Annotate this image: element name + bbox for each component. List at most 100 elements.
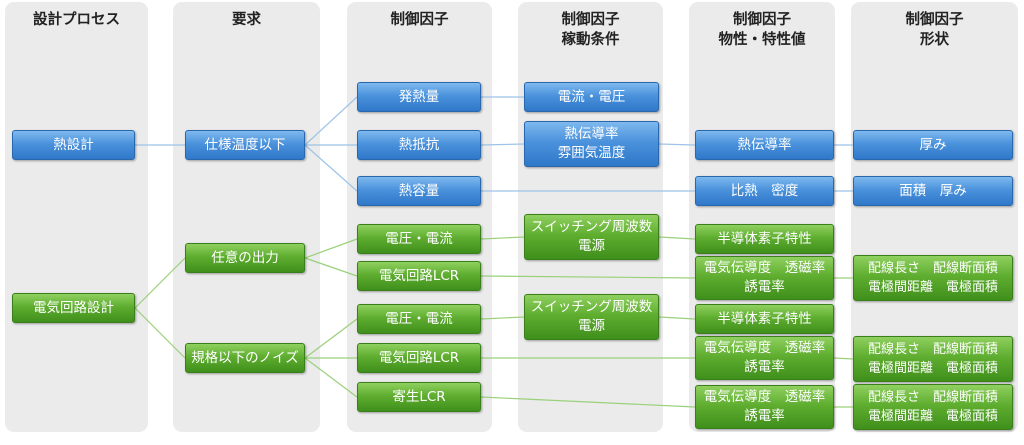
node-cond: 熱伝導率 — [695, 130, 834, 160]
node-label: 誘電率 — [744, 359, 785, 375]
column-header-line: 設計プロセス — [33, 12, 120, 28]
column-header-line: 稼動条件 — [561, 32, 620, 48]
column-header-line: 要求 — [232, 12, 261, 28]
node-perm1: 電気伝導度 透磁率誘電率 — [695, 256, 834, 300]
connector-sw1-to-semi1 — [658, 236, 696, 240]
node-lcr1: 電気回路LCR — [357, 261, 481, 291]
column-header-line: 制御因子 — [905, 12, 964, 28]
column-header: 制御因子稼動条件 — [518, 10, 663, 50]
node-heat-cap: 熱容量 — [357, 176, 481, 206]
node-heat-res: 熱抵抗 — [357, 130, 481, 160]
node-label: 仕様温度以下 — [204, 137, 286, 153]
connector-circuit_design-to-any_output — [134, 257, 186, 309]
connector-sw2-to-semi2 — [658, 316, 696, 320]
node-heat-gen: 発熱量 — [357, 82, 481, 112]
column-header: 制御因子形状 — [851, 10, 1018, 50]
node-perm3: 電気伝導度 透磁率誘電率 — [695, 385, 834, 429]
node-label: 電気伝導度 透磁率 — [703, 340, 826, 356]
connector-cond_atm-to-cond — [658, 143, 696, 146]
node-label: 電気伝導度 透磁率 — [703, 389, 826, 405]
column-c0: 設計プロセス — [5, 2, 148, 432]
column-header-line: 物性・特性値 — [718, 32, 806, 48]
connector-noise-to-vc2 — [304, 318, 358, 359]
connector-vc2-to-sw2 — [480, 316, 525, 320]
node-label: 半導体素子特性 — [717, 311, 812, 327]
node-label: 電流・電圧 — [557, 89, 626, 105]
node-label: 半導体素子特性 — [717, 231, 812, 247]
node-label: 電気回路設計 — [33, 300, 114, 316]
node-vc2: 電圧・電流 — [357, 304, 481, 334]
connector-circuit_design-to-noise — [134, 307, 186, 359]
connector-vc1-to-sw1 — [480, 236, 525, 240]
node-label: 熱抵抗 — [398, 137, 440, 153]
column-header-line: 制御因子 — [561, 12, 620, 28]
node-label: 誘電率 — [744, 408, 785, 424]
node-wire1: 配線長さ 配線断面積電極間距離 電極面積 — [853, 255, 1013, 301]
node-label: 熱設計 — [53, 137, 94, 153]
node-wire2: 配線長さ 配線断面積電極間距離 電極面積 — [853, 336, 1013, 382]
node-label: 熱容量 — [398, 183, 440, 199]
node-label: 電圧・電流 — [385, 311, 453, 327]
node-parasitic: 寄生LCR — [357, 382, 481, 412]
node-label: 雰囲気温度 — [557, 145, 626, 161]
node-label: 面積 厚み — [899, 183, 967, 199]
node-cur-volt: 電流・電圧 — [524, 82, 659, 112]
node-label: 配線長さ 配線断面積 — [867, 261, 998, 276]
node-label: 寄生LCR — [392, 389, 446, 405]
node-perm2: 電気伝導度 透磁率誘電率 — [695, 336, 834, 380]
node-label: 電源 — [578, 318, 605, 334]
node-label: 発熱量 — [398, 89, 440, 105]
node-thick: 厚み — [853, 130, 1013, 160]
node-label: 電極間距離 電極面積 — [867, 409, 998, 424]
connector-any_output-to-lcr1 — [304, 257, 358, 277]
node-label: 熱伝導率 — [564, 126, 619, 142]
connector-heat_res-to-cond_atm — [480, 143, 525, 146]
node-label: 電極間距離 電極面積 — [867, 361, 998, 376]
connector-spec_temp-to-heat_cap — [304, 144, 358, 192]
column-header: 設計プロセス — [5, 10, 148, 30]
column-header-line: 制御因子 — [390, 12, 449, 28]
column-header: 制御因子 — [347, 10, 492, 30]
column-header: 制御因子物性・特性値 — [689, 10, 835, 50]
node-label: 電圧・電流 — [385, 231, 453, 247]
connector-noise-to-parasitic — [304, 357, 358, 398]
node-noise: 規格以下のノイズ — [185, 343, 305, 373]
node-label: 熱伝導率 — [737, 137, 792, 153]
node-label: 任意の出力 — [211, 250, 279, 266]
connector-spec_temp-to-heat_gen — [304, 96, 358, 146]
node-label: スイッチング周波数 — [530, 299, 653, 315]
connector-lcr1-to-perm1 — [480, 275, 696, 279]
node-label: 電気回路LCR — [378, 268, 460, 284]
column-header: 要求 — [173, 10, 320, 30]
node-lcr2: 電気回路LCR — [357, 343, 481, 373]
node-wire3: 配線長さ 配線断面積電極間距離 電極面積 — [853, 384, 1013, 430]
node-vc1: 電圧・電流 — [357, 224, 481, 254]
node-thermal-design: 熱設計 — [12, 130, 135, 160]
column-header-line: 制御因子 — [733, 12, 791, 28]
column-header-line: 形状 — [920, 32, 949, 48]
node-label: 規格以下のノイズ — [191, 350, 299, 366]
node-label: 比熱 密度 — [730, 183, 799, 199]
node-sp-heat: 比熱 密度 — [695, 176, 834, 206]
node-label: 厚み — [919, 137, 947, 153]
connector-parasitic-to-perm3 — [480, 396, 696, 408]
node-area-thick: 面積 厚み — [853, 176, 1013, 206]
node-sw1: スイッチング周波数電源 — [524, 214, 659, 260]
connector-perm2-to-wire2 — [833, 357, 854, 360]
node-label: 電気回路LCR — [378, 350, 460, 366]
node-label: スイッチング周波数 — [530, 219, 653, 235]
node-spec-temp: 仕様温度以下 — [185, 130, 305, 160]
node-circuit-design: 電気回路設計 — [12, 293, 135, 323]
node-semi2: 半導体素子特性 — [695, 304, 834, 334]
node-label: 電気伝導度 透磁率 — [703, 260, 826, 276]
node-semi1: 半導体素子特性 — [695, 224, 834, 254]
node-any-output: 任意の出力 — [185, 243, 305, 273]
node-label: 配線長さ 配線断面積 — [867, 342, 998, 357]
connector-any_output-to-vc1 — [304, 238, 358, 259]
node-cond-atm: 熱伝導率雰囲気温度 — [524, 121, 659, 167]
node-label: 電極間距離 電極面積 — [867, 280, 998, 295]
node-label: 電源 — [578, 238, 605, 254]
node-label: 誘電率 — [744, 279, 785, 295]
node-label: 配線長さ 配線断面積 — [867, 390, 998, 405]
